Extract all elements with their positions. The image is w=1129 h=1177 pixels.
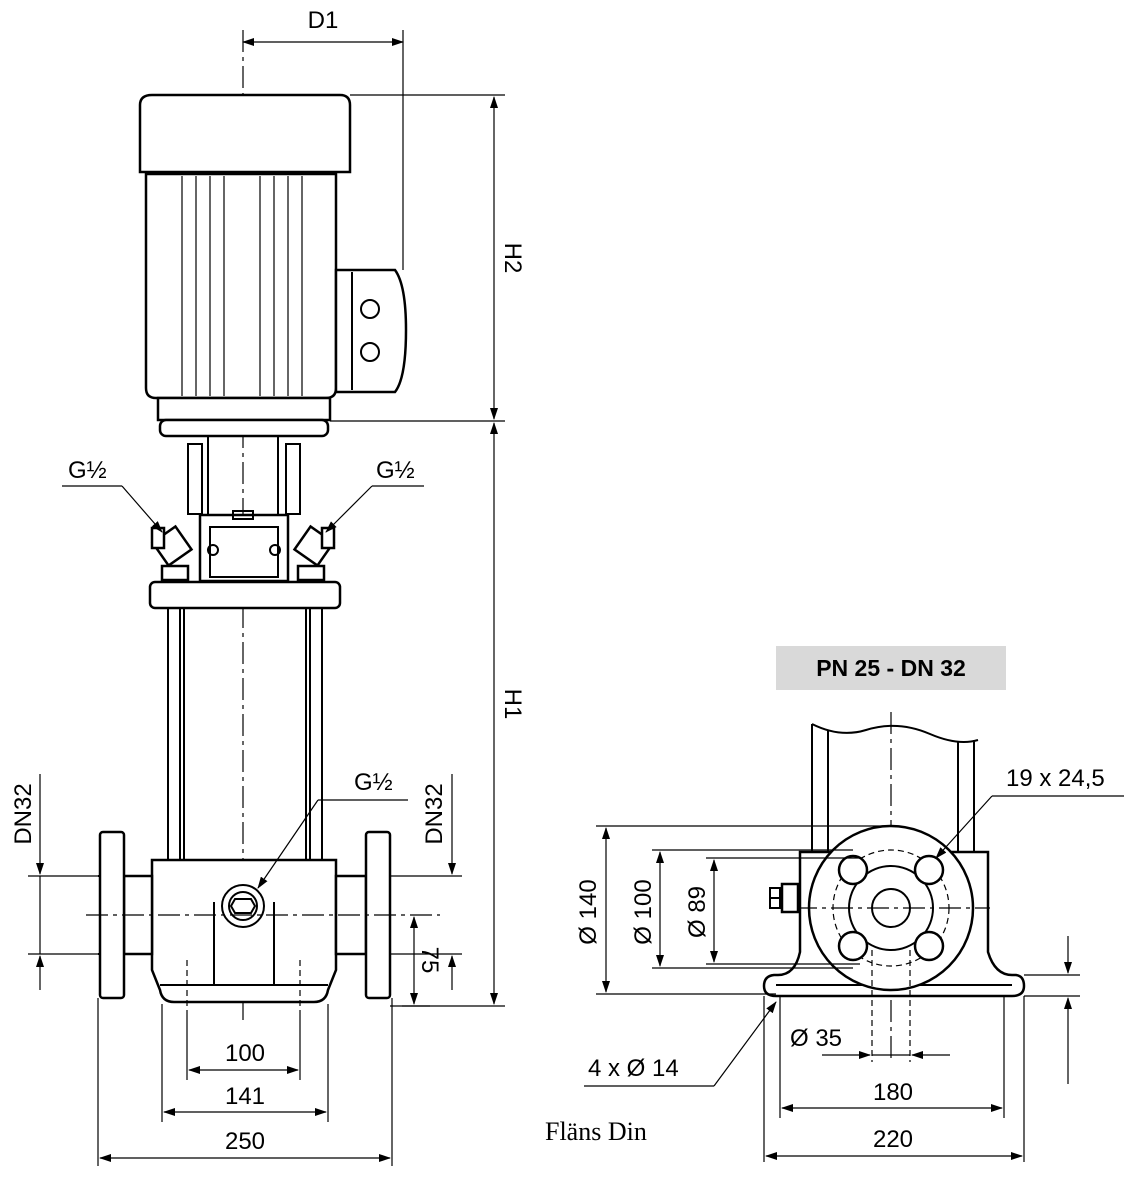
g-left-label: G½ — [68, 457, 107, 484]
dia-140-label: Ø 140 — [575, 879, 602, 944]
pump-base — [86, 830, 440, 1010]
flange-detail-view: PN 25 - DN 32 Ø 140 — [575, 646, 1124, 1162]
dn-right-label: DN32 — [421, 783, 448, 844]
dimension-dn-left: DN32 — [10, 774, 100, 990]
d1-label: D1 — [308, 7, 339, 34]
flange-caption: Fläns Din — [545, 1117, 647, 1146]
g-right-label: G½ — [376, 457, 415, 484]
pump-elevation-view: D1 H2 H1 G½ G½ G½ — [10, 7, 526, 1166]
dim-250-label: 250 — [225, 1128, 265, 1155]
dim-220-label: 220 — [873, 1126, 913, 1153]
holes-label: 4 x Ø 14 — [588, 1055, 679, 1082]
dia-89-label: Ø 89 — [684, 886, 711, 938]
motor — [138, 93, 408, 438]
coupling-frame — [150, 435, 336, 583]
vent-callouts: G½ G½ G½ — [62, 457, 424, 889]
dimension-dn-right: DN32 — [390, 774, 462, 990]
dim-75-label: 75 — [416, 947, 443, 974]
pump-sleeve — [167, 607, 323, 861]
dim-100-label: 100 — [225, 1040, 265, 1067]
flange-standard-badge — [776, 646, 1006, 690]
dia-100-label: Ø 100 — [630, 879, 657, 944]
bolt-pattern-label: 19 x 24,5 — [1006, 765, 1105, 792]
dimension-d1: D1 — [242, 7, 404, 270]
dia-35-label: Ø 35 — [790, 1025, 842, 1052]
dimension-75: 75 — [402, 916, 443, 1007]
dn-left-label: DN32 — [10, 783, 37, 844]
dimension-h: H2 H1 — [330, 94, 526, 1007]
dim-180-label: 180 — [873, 1079, 913, 1106]
flange-standard-label: PN 25 - DN 32 — [816, 655, 966, 681]
dimension-base-widths: 100 141 250 — [97, 998, 393, 1166]
g-bottom-label: G½ — [354, 769, 393, 796]
h1-label: H1 — [499, 689, 526, 720]
h2-label: H2 — [499, 243, 526, 274]
top-plate — [148, 580, 342, 610]
dim-141-label: 141 — [225, 1083, 265, 1110]
